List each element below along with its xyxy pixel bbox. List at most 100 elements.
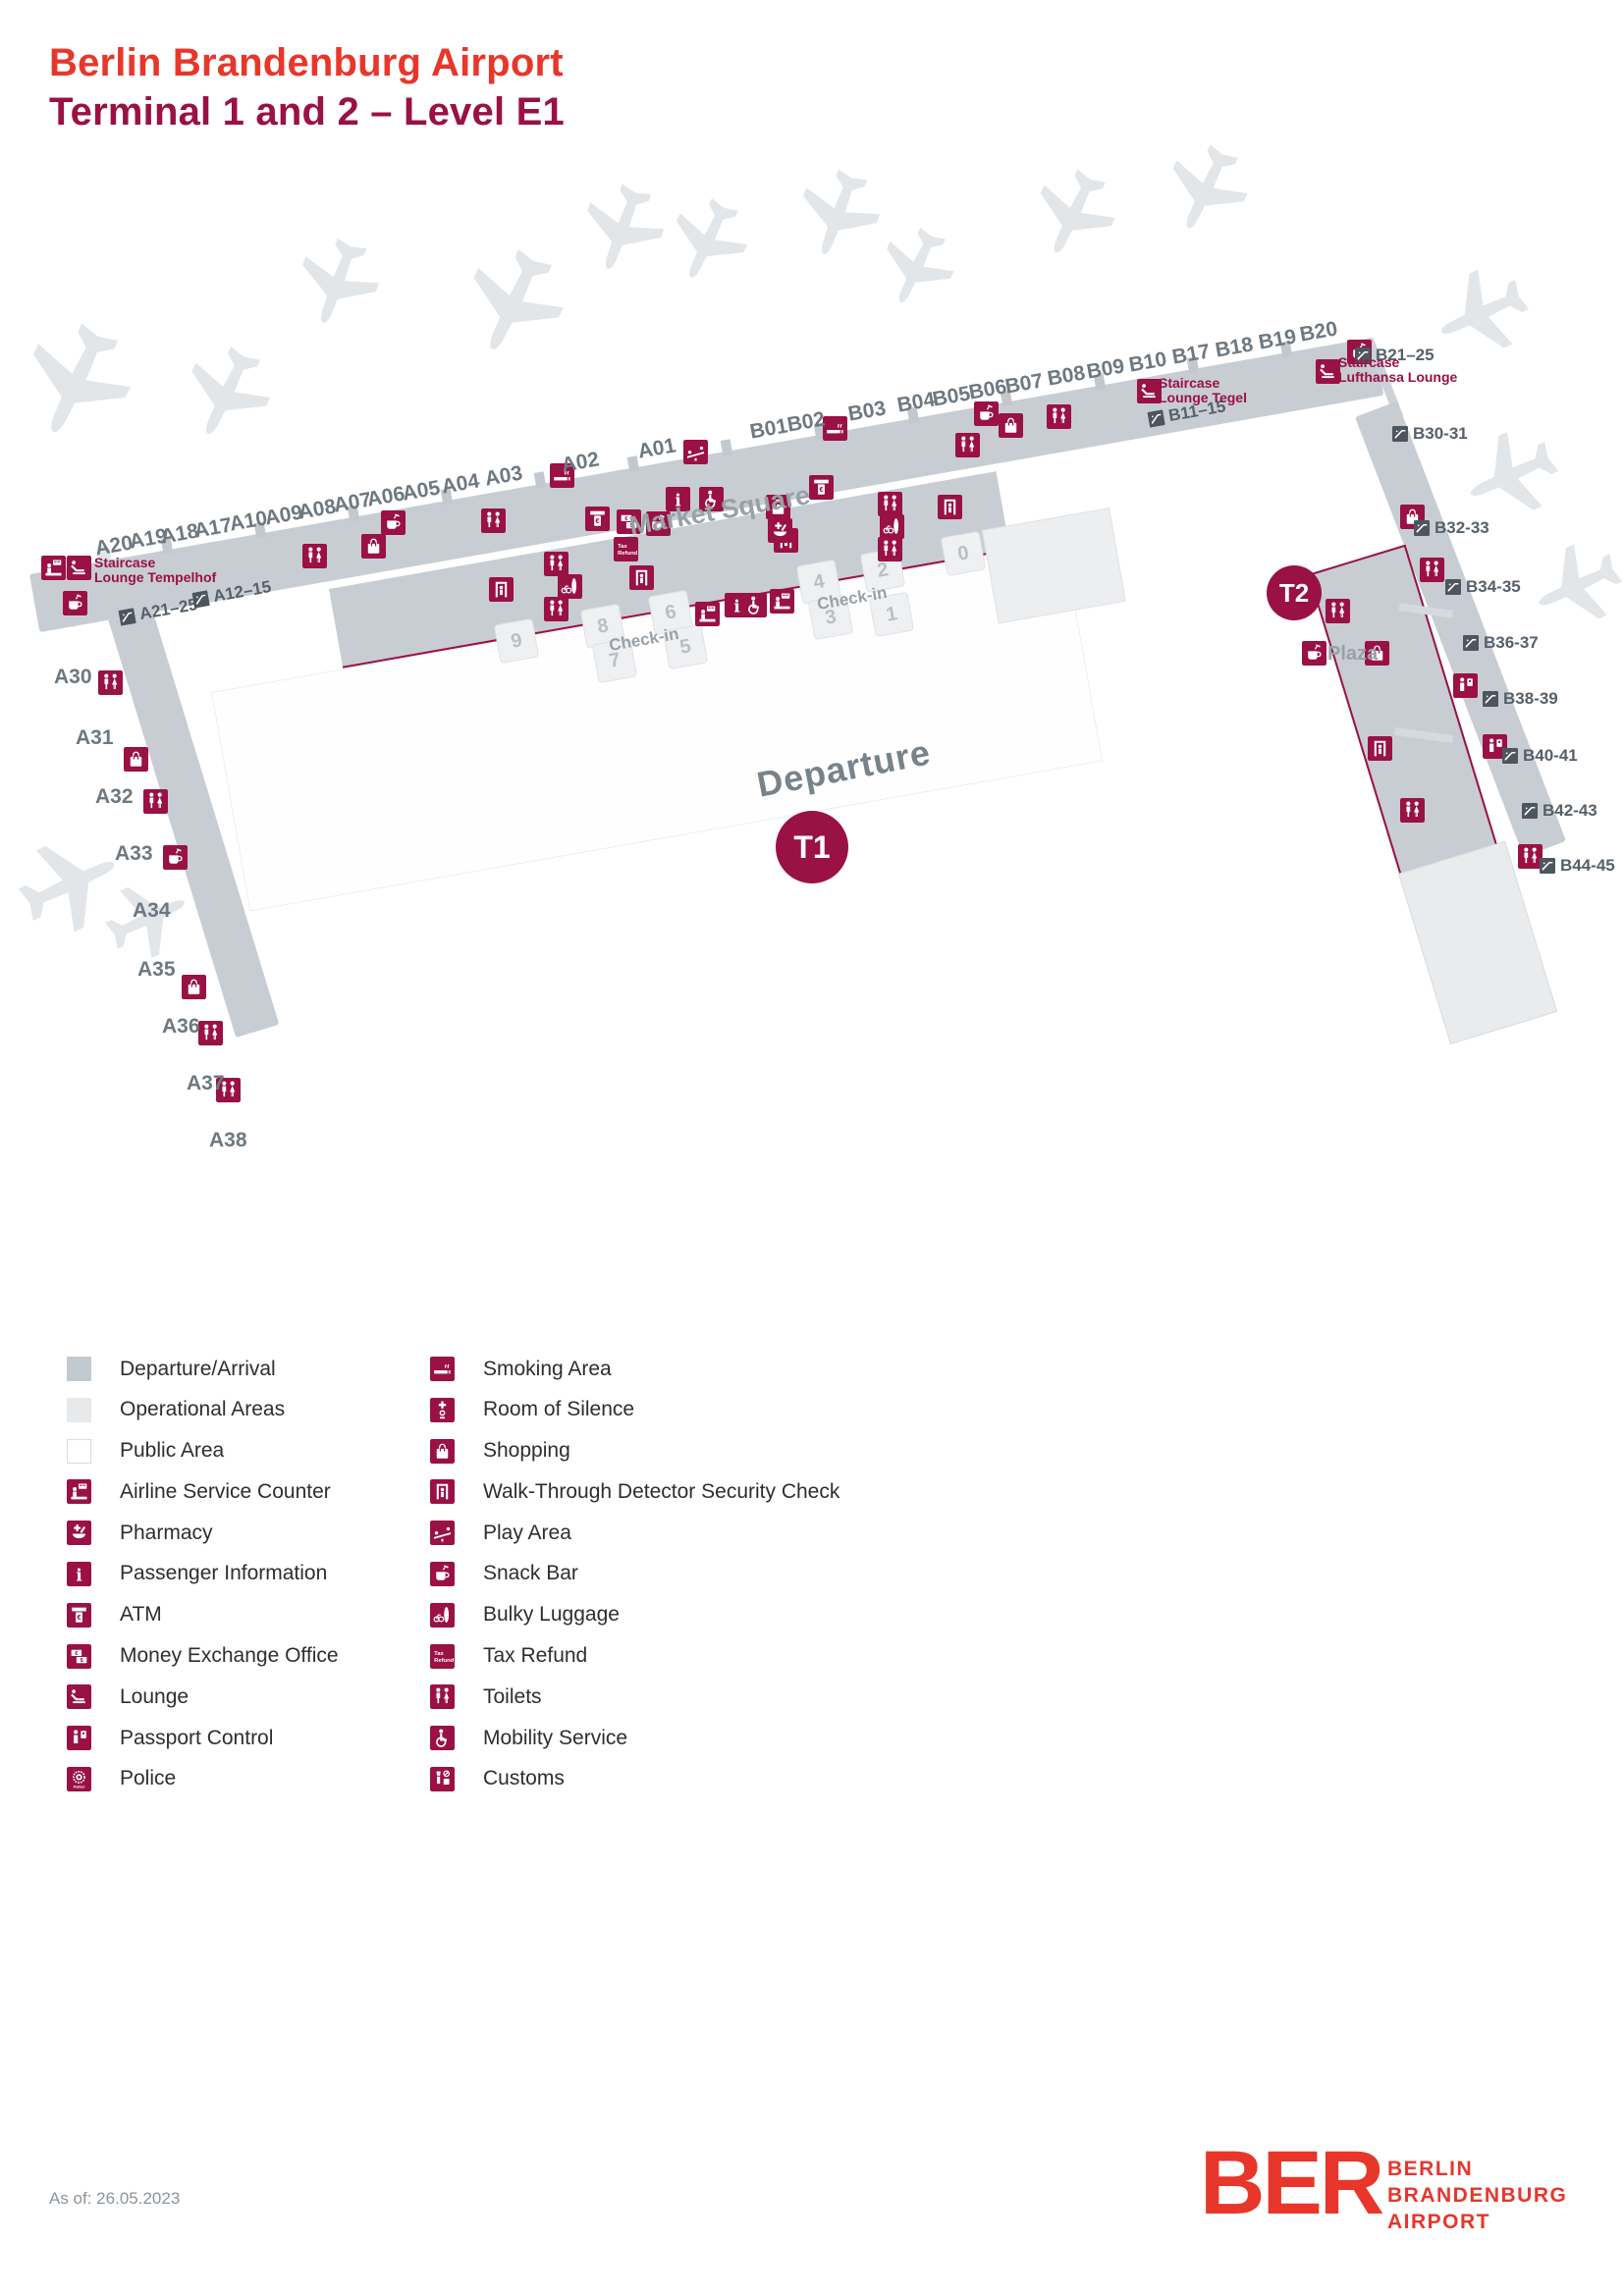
legend-label: Police <box>120 1767 177 1790</box>
escalator-label: B34-35 <box>1445 577 1521 597</box>
gate-label: A35 <box>137 958 176 981</box>
snack-icon: Snack Bar <box>430 1562 839 1586</box>
info-icon: Passenger Information <box>67 1562 339 1586</box>
escalator-gates: B40-41 <box>1523 746 1578 765</box>
area-label: Plaza <box>1327 643 1379 665</box>
snack-icon <box>63 591 87 615</box>
staircase-label: Staircase Lounge Tegel <box>1159 376 1247 405</box>
legend-icon <box>67 1357 91 1381</box>
escalator-label: B42-43 <box>1522 801 1597 821</box>
shopping-icon <box>999 413 1023 438</box>
legend-right-column: Smoking Area Room of Silence Shopping Wa… <box>430 1357 839 1808</box>
toilets-icon <box>1326 599 1350 623</box>
escalator-gates: B44-45 <box>1560 856 1615 875</box>
staircase-line1: Staircase <box>94 555 156 570</box>
staircase-label: Staircase Lounge Tempelhof <box>94 556 216 585</box>
airplane-icon <box>1010 146 1141 277</box>
police-icon: Police <box>67 1767 339 1791</box>
legend-label: Passport Control <box>120 1726 274 1749</box>
atm-icon <box>585 507 610 531</box>
staircase-line1: Staircase <box>1159 375 1220 391</box>
legend-label: Lounge <box>120 1684 189 1708</box>
escalator-label: B36-37 <box>1463 633 1539 653</box>
jet-bridge <box>533 471 547 489</box>
bulky-icon <box>880 514 904 539</box>
escalator-icon <box>1414 520 1430 536</box>
snack-icon <box>163 845 188 870</box>
legend-icon <box>430 1439 455 1464</box>
escalator-label: B32-33 <box>1414 518 1489 538</box>
as-of-date: As of: 26.05.2023 <box>49 2189 181 2208</box>
legend-icon <box>67 1398 91 1422</box>
legend-icon <box>430 1479 455 1504</box>
shopping-icon <box>361 534 386 559</box>
lounge-icon <box>1316 359 1340 384</box>
gate-label: B08 <box>1046 361 1087 391</box>
passport-icon <box>1453 673 1478 698</box>
gate-label: A38 <box>209 1129 247 1151</box>
escalator-gates: B34-35 <box>1466 577 1521 596</box>
legend-icon <box>430 1603 455 1628</box>
snack-icon <box>974 401 999 426</box>
smoking-icon: Smoking Area <box>430 1357 839 1381</box>
bulky-icon: Bulky Luggage <box>430 1603 839 1628</box>
taxrefund-icon: Tax Refund <box>430 1644 839 1669</box>
checkin-island: 0 <box>940 530 987 577</box>
walkthrough-icon <box>1368 736 1392 761</box>
escalator-label: B44-45 <box>1540 856 1615 876</box>
escalator-icon <box>1463 635 1479 651</box>
airplane-glyph <box>276 217 402 343</box>
gate-label: A36 <box>162 1015 200 1038</box>
gate-label: A31 <box>76 726 114 749</box>
walkthrough-icon <box>489 577 514 602</box>
legend-icon <box>430 1562 455 1586</box>
escalator-gates: B36-37 <box>1484 633 1539 652</box>
toilets-icon <box>544 597 568 621</box>
walkthrough-icon <box>629 565 654 590</box>
legend-label: Room of Silence <box>483 1398 635 1421</box>
escalator-gates: B38-39 <box>1503 689 1558 708</box>
escalator-label: B30-31 <box>1392 424 1468 444</box>
legend-icon <box>430 1357 455 1381</box>
gate-label: A02 <box>560 448 601 477</box>
swatch-operational-icon: Operational Areas <box>67 1398 339 1422</box>
gate-label: A01 <box>636 434 677 463</box>
gate-label: A32 <box>95 785 134 808</box>
gate-label: B19 <box>1257 325 1298 354</box>
legend-icon <box>67 1684 91 1709</box>
pharmacy-icon: Pharmacy <box>67 1521 339 1545</box>
gate-label: B09 <box>1085 354 1126 384</box>
gate-label: A30 <box>54 666 92 688</box>
atm-icon: ATM <box>67 1603 339 1628</box>
toilets-icon <box>955 433 980 457</box>
page-title: Berlin Brandenburg Airport <box>49 41 564 84</box>
toilets-icon: Toilets <box>430 1684 839 1709</box>
walkthrough-icon: Walk-Through Detector Security Check <box>430 1479 839 1504</box>
terminal2-operational-area <box>1398 840 1558 1045</box>
airplane-glyph <box>160 322 298 459</box>
escalator-label: B40-41 <box>1502 746 1578 766</box>
escalator-icon <box>1147 409 1165 428</box>
snack-icon <box>381 510 406 535</box>
passport-icon: Passport Control <box>67 1726 339 1750</box>
toilets-icon <box>198 1021 223 1045</box>
toilets-icon <box>878 537 902 561</box>
bulky-icon <box>558 574 582 599</box>
escalator-icon <box>1540 858 1555 874</box>
toilets-icon <box>1047 404 1071 429</box>
legend-icon <box>430 1644 455 1669</box>
gate-label: A37 <box>187 1072 225 1095</box>
escalator-icon <box>1392 426 1408 442</box>
airplane-icon <box>1516 519 1624 650</box>
swatch-departure-icon: Departure/Arrival <box>67 1357 339 1381</box>
escalator-icon <box>191 590 210 609</box>
gate-label: B20 <box>1298 317 1339 347</box>
terminal-badge: T1 <box>776 811 848 883</box>
legend-label: Operational Areas <box>120 1398 286 1421</box>
lounge-icon <box>67 556 91 580</box>
legend-icon <box>67 1726 91 1750</box>
mobility-icon <box>742 593 767 617</box>
legend-label: Airline Service Counter <box>120 1479 331 1503</box>
legend-icon <box>67 1644 91 1669</box>
